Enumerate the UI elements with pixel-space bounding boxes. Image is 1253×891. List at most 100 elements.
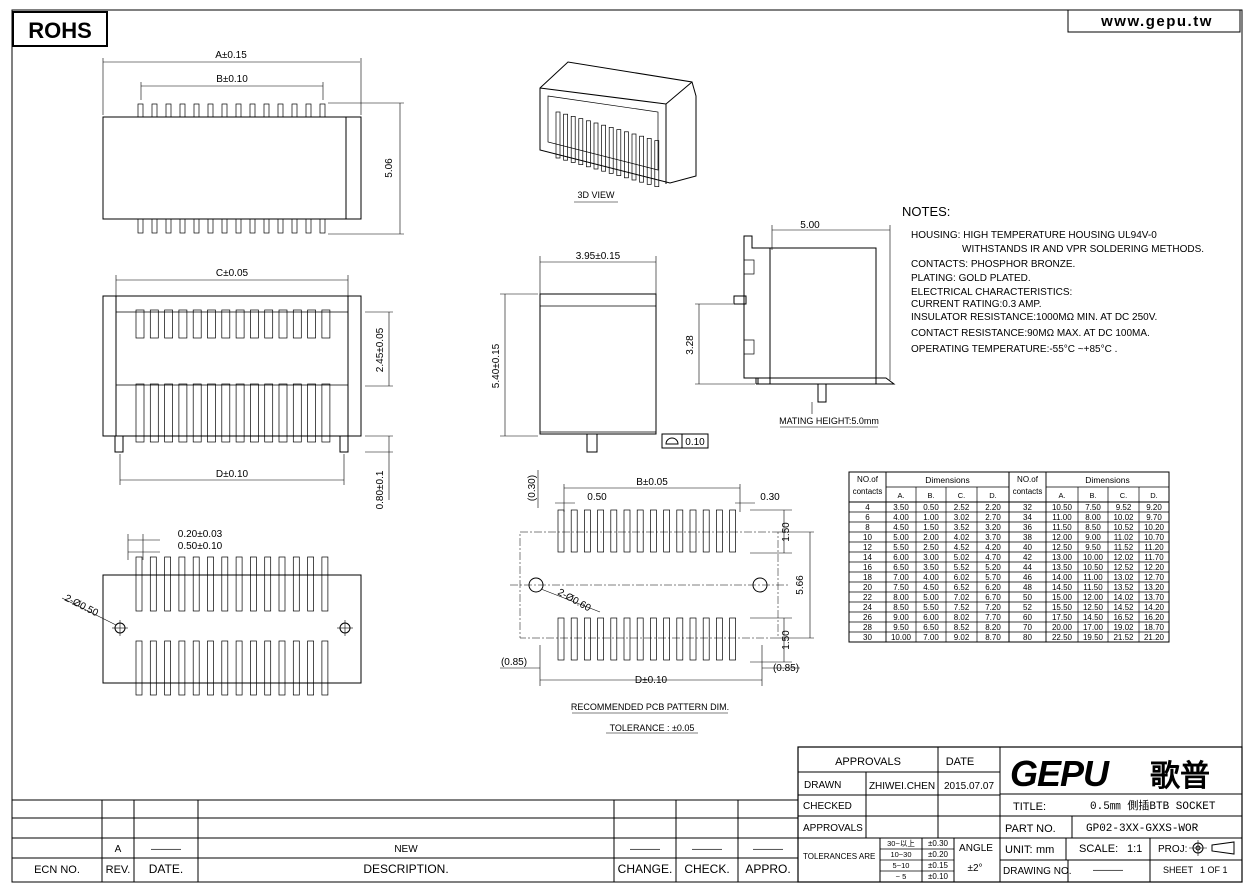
table-cell: 20: [863, 583, 872, 592]
front-contact-top: [192, 309, 202, 339]
table-col-header: A.: [897, 491, 904, 500]
pcb-pad-upper: [729, 509, 736, 553]
bottom-contact-lower: [250, 640, 257, 696]
pcb-pad-lower: [650, 617, 657, 661]
table-col-header: B.: [927, 491, 934, 500]
table-cell: 4.00: [893, 513, 909, 522]
pcb-566-label: 5.66: [795, 575, 806, 595]
table-cell: 6.20: [985, 583, 1001, 592]
bottom-contact-lower: [278, 640, 286, 696]
table-cell: 12.70: [1144, 573, 1165, 582]
table-cell: 12.50: [1083, 603, 1104, 612]
table-cell: 12: [863, 543, 872, 552]
table-cell: 17.00: [1083, 623, 1104, 632]
table-cell: 50: [1023, 593, 1032, 602]
bottom-pin: [179, 218, 186, 234]
front-contact-top: [149, 309, 159, 339]
table-cell: 1.00: [923, 513, 939, 522]
dim-540-label: 5.40±0.15: [491, 343, 502, 388]
title-label: TITLE:: [1013, 801, 1046, 813]
table-cell: 17.50: [1052, 613, 1073, 622]
rev-value: A: [115, 844, 122, 855]
scale-value: 1:1: [1127, 843, 1142, 855]
table-cell: 20.00: [1052, 623, 1073, 632]
table-cell: 18.70: [1144, 623, 1165, 632]
pcb-pad-upper: [623, 509, 631, 553]
bottom-contact-lower: [178, 640, 186, 696]
table-contacts-header: contacts: [1013, 487, 1043, 496]
unit-value: mm: [1036, 844, 1054, 856]
table-cell: 1.50: [923, 523, 939, 532]
bv-hole-label: 2-Ø0.50: [63, 593, 101, 619]
table-cell: 15.50: [1052, 603, 1073, 612]
top-pin: [291, 103, 298, 118]
tol-range-1: 30~以上: [887, 839, 915, 848]
notes-title: NOTES:: [902, 204, 950, 219]
front-contact-top: [235, 309, 245, 339]
sheet-value: 1 OF 1: [1200, 865, 1228, 875]
pcb-pad-upper: [716, 509, 723, 553]
3d-pin: [601, 124, 606, 172]
table-cell: 3.00: [923, 553, 939, 562]
table-cell: 13.00: [1052, 553, 1073, 562]
table-cell: 11.02: [1114, 533, 1134, 542]
pcb-pad-upper: [676, 509, 684, 553]
pcb-pad-upper: [689, 509, 697, 553]
front-contact-bottom: [149, 383, 159, 443]
pcb-pad-lower: [729, 617, 736, 661]
table-cell: 24: [863, 603, 872, 612]
table-cell: 3.02: [954, 513, 970, 522]
pcb-pad-lower: [557, 617, 565, 661]
bottom-contact-upper: [250, 556, 257, 612]
table-cell: 7.70: [985, 613, 1001, 622]
website-label: www.gepu.tw: [1100, 13, 1213, 30]
front-contact-bottom: [164, 383, 173, 443]
bottom-contact-upper: [264, 556, 272, 612]
front-contact-top: [221, 309, 231, 339]
dim-245-label: 2.45±0.05: [375, 327, 386, 372]
table-cell: 4.50: [923, 583, 939, 592]
dim-050-label: 0.50±0.10: [178, 541, 223, 552]
table-cell: 8.50: [893, 603, 909, 612]
3d-pin: [593, 122, 599, 170]
pcb-pad-upper: [702, 509, 710, 553]
bottom-contact-lower: [149, 640, 157, 696]
sheet-border: [11, 9, 1243, 883]
pcb-pad-upper: [597, 509, 604, 553]
table-col-header: B.: [1089, 491, 1096, 500]
note-line-5: ELECTRICAL CHARACTERISTICS:: [911, 287, 1072, 298]
bottom-contact-lower: [207, 640, 214, 696]
pcb-pad-lower: [716, 617, 723, 661]
table-cell: 5.70: [985, 573, 1001, 582]
table-cell: 3.50: [893, 503, 909, 512]
bottom-contact-upper: [192, 556, 200, 612]
approvals-label: APPROVALS: [803, 823, 863, 834]
sheet-label: SHEET: [1163, 865, 1194, 875]
table-cell: 12.00: [1052, 533, 1073, 542]
3d-pin: [586, 120, 591, 168]
tol-range-4: ~ 5: [896, 872, 907, 881]
table-cell: 13.20: [1144, 583, 1165, 592]
front-contact-bottom: [292, 383, 302, 443]
bottom-contact-lower: [135, 640, 143, 696]
drawn-label: DRAWN: [804, 780, 841, 791]
table-cell: 5.50: [893, 543, 909, 552]
dim-b-label: B±0.10: [216, 74, 248, 85]
table-cell: 8: [865, 523, 870, 532]
table-cell: 2.00: [923, 533, 939, 542]
3d-pin: [563, 113, 568, 161]
front-contact-top: [264, 309, 274, 339]
table-cell: 16.52: [1113, 613, 1134, 622]
table-cell: 3.20: [985, 523, 1001, 532]
table-cell: 3.70: [985, 533, 1001, 542]
front-contact-bottom: [264, 383, 274, 443]
table-cell: 13.02: [1113, 573, 1134, 582]
3d-pin: [570, 116, 576, 163]
angle-label: ANGLE: [959, 843, 993, 854]
tolerances-label: TOLERANCES ARE: [803, 852, 875, 861]
3d-pin: [578, 118, 584, 165]
dim-d-label: D±0.10: [216, 469, 249, 480]
table-cell: 5.50: [923, 603, 939, 612]
3d-pin: [608, 127, 614, 174]
checked-label: CHECKED: [803, 801, 852, 812]
